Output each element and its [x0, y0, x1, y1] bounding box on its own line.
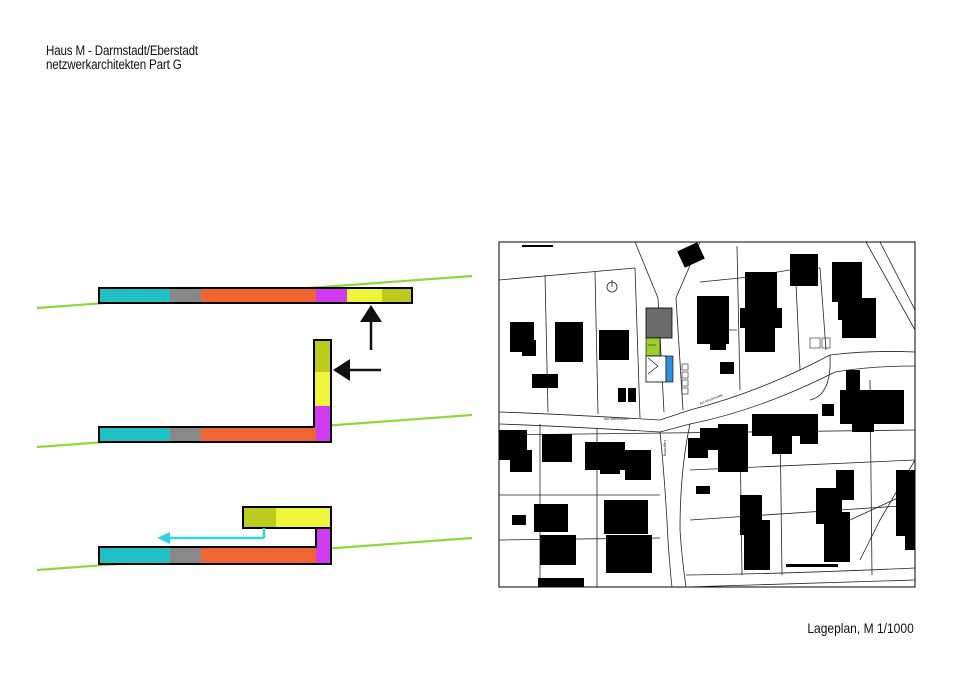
concept-diagram-1 — [37, 276, 472, 350]
upper-yellow — [276, 507, 331, 528]
segment-teal — [99, 427, 170, 442]
segment-magenta — [316, 528, 331, 564]
segment-magenta — [316, 288, 347, 303]
segment-orange — [201, 427, 316, 442]
street-label-waldfrieden: Am Waldfrieden — [604, 417, 629, 421]
segment-teal — [99, 547, 170, 564]
arrow-left-head — [333, 359, 350, 381]
tower-olive — [314, 340, 331, 372]
segment-orange — [201, 547, 316, 564]
upper-olive — [243, 507, 276, 528]
arrow-up-head — [360, 305, 382, 322]
concept-diagram-3 — [37, 507, 472, 570]
segment-gray — [170, 547, 201, 564]
cyan-arrow-head — [157, 532, 170, 544]
segment-teal — [99, 288, 170, 303]
site-plan: Am Waldfrieden Lagerberg Am Kirchenweg — [499, 242, 915, 590]
concept-diagram-2 — [37, 340, 472, 447]
segment-gray — [170, 427, 201, 442]
tower-yellow — [314, 372, 331, 406]
segment-gray — [170, 288, 201, 303]
tower-magenta — [314, 406, 331, 427]
segment-magenta — [316, 427, 331, 442]
site-plan-caption: Lageplan, M 1/1000 — [808, 620, 914, 636]
segment-olive — [382, 288, 412, 303]
segment-yellow — [347, 288, 382, 303]
segment-orange — [201, 288, 316, 303]
volume-outline — [99, 340, 331, 442]
street-label-lagerberg: Lagerberg — [663, 440, 667, 456]
